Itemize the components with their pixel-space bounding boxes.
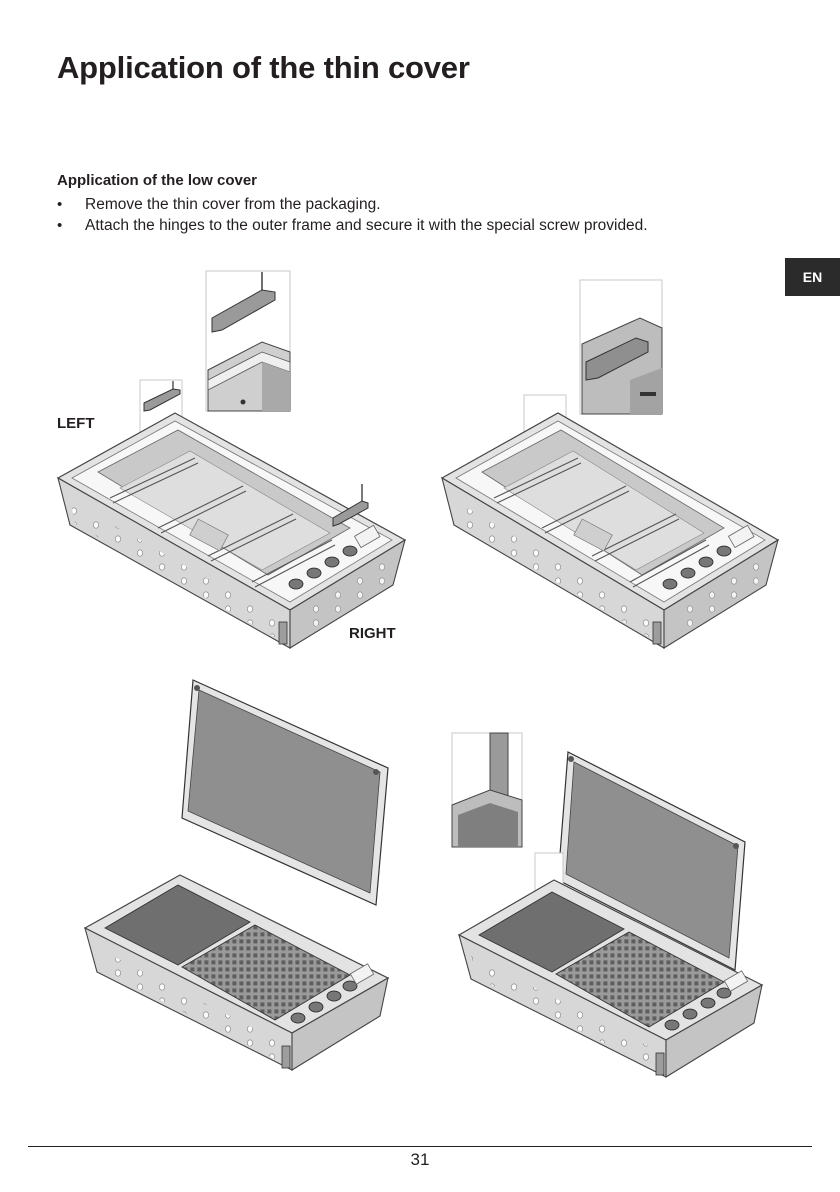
figure-hinge-attach-left: [58, 271, 405, 648]
label-left: LEFT: [57, 415, 95, 432]
figure-hinge-mounted: [442, 280, 778, 648]
figure-cover-installed: [452, 733, 762, 1077]
page-number: 31: [0, 1150, 840, 1170]
figure-cover-lowering: [85, 680, 388, 1070]
zoom-inset-hinge: [206, 271, 290, 411]
footer-rule: [28, 1146, 812, 1147]
zoom-inset-mounted-hinge: [580, 280, 662, 414]
label-right: RIGHT: [349, 625, 396, 642]
zoom-inset-cover-hinge: [452, 733, 522, 847]
